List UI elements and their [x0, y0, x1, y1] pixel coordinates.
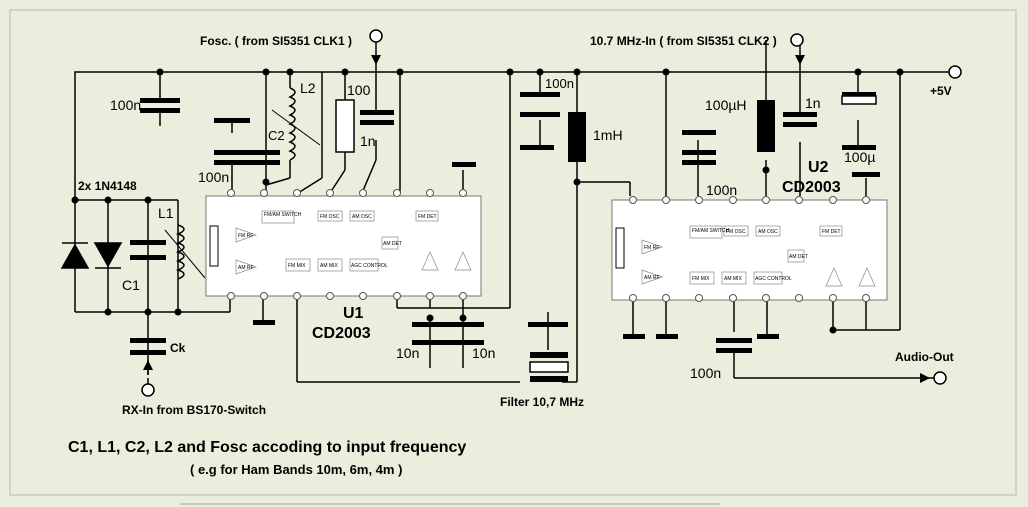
- u1-block-fm-osc: FM OSC: [320, 214, 340, 220]
- label-100uh: 100µH: [705, 97, 747, 113]
- u2-block-am-osc: AM OSC: [758, 229, 778, 235]
- choke-100uh: [757, 100, 775, 152]
- u1-block-am-mix: AM MIX: [320, 263, 338, 269]
- label-u2-type: CD2003: [782, 179, 841, 196]
- label-ck: Ck: [170, 341, 186, 355]
- u2-block-switch: FM/AM SWITCH: [692, 228, 730, 234]
- label-c-100u: 100µ: [844, 149, 875, 165]
- u2-block-fm-det: FM DET: [822, 229, 841, 235]
- chip-u2: FM/AM SWITCH FM OSC AM OSC AM DET FM MIX…: [611, 199, 888, 301]
- label-c-100n-u2: 100n: [706, 182, 737, 198]
- audio-out-terminal: [933, 371, 947, 385]
- u1-block-fm-rf: FM RF: [238, 233, 253, 239]
- label-plus5v: +5V: [930, 84, 952, 98]
- label-c1: C1: [122, 277, 140, 293]
- label-u1-type: CD2003: [312, 325, 371, 342]
- coil-l1: [175, 224, 185, 280]
- u1-block-fm-det: FM DET: [418, 214, 437, 220]
- u1-block-am-osc: AM OSC: [352, 214, 372, 220]
- fosc-terminal: [369, 29, 383, 43]
- label-u1-name: U1: [343, 305, 364, 322]
- c-100u-outline: [841, 95, 877, 105]
- vcc-terminal: [948, 65, 962, 79]
- u2-block-am-rf: AM RF: [644, 275, 660, 281]
- label-u2-name: U2: [808, 159, 829, 176]
- crystal-filter: [529, 352, 569, 382]
- u2-block-agc: AGC CONTROL: [755, 276, 792, 282]
- label-c-100n-u1: 100n: [198, 169, 229, 185]
- schematic-frame: [9, 9, 1017, 496]
- u2-pins: [629, 196, 870, 302]
- label-c-100n-mid: 100n: [545, 76, 574, 91]
- resistor-100: [335, 99, 355, 153]
- rx-in-terminal: [141, 383, 155, 397]
- label-diodes: 2x 1N4148: [78, 179, 137, 193]
- u2-block-am-mix: AM MIX: [724, 276, 742, 282]
- label-filter: Filter 10,7 MHz: [500, 395, 584, 409]
- label-c-1n-b: 1n: [805, 95, 821, 111]
- u1-block-agc: AGC CONTROL: [351, 263, 388, 269]
- u1-block-am-rf: AM RF: [238, 265, 254, 271]
- label-c-10n-b: 10n: [472, 345, 495, 361]
- note-line2: ( e.g for Ham Bands 10m, 6m, 4m ): [190, 462, 402, 477]
- u1-block-fm-mix: FM MIX: [288, 263, 306, 269]
- label-c2: C2: [268, 128, 285, 143]
- label-l2: L2: [300, 80, 316, 96]
- label-c-1n-a: 1n: [360, 133, 376, 149]
- label-1mh: 1mH: [593, 127, 623, 143]
- label-l1: L1: [158, 205, 174, 221]
- label-c-100n-left: 100n: [110, 97, 141, 113]
- label-c-100n-out: 100n: [690, 365, 721, 381]
- terminals: [141, 29, 962, 397]
- wires: [74, 40, 955, 390]
- label-clk2: 10.7 MHz-In ( from SI5351 CLK2 ): [590, 34, 777, 48]
- u1-block-am-det: AM DET: [383, 241, 402, 247]
- chip-u1: FM/AM SWITCH FM OSC AM OSC AM DET FM MIX…: [205, 195, 482, 297]
- l2-tuning-arrow: [271, 109, 321, 146]
- u1-block-switch: FM/AM SWITCH: [264, 212, 302, 218]
- capacitors: [130, 92, 880, 355]
- u1-pins: [227, 189, 467, 300]
- signal-arrows: [143, 55, 930, 383]
- label-c-10n-a: 10n: [396, 345, 419, 361]
- choke-1mh: [568, 112, 586, 162]
- junction-dots: [71, 68, 904, 334]
- note-line1: C1, L1, C2, L2 and Fosc accoding to inpu…: [68, 439, 466, 456]
- clk2-terminal: [790, 33, 804, 47]
- label-audio-out: Audio-Out: [895, 350, 954, 364]
- u2-block-am-det: AM DET: [789, 254, 808, 260]
- diodes: [60, 242, 123, 269]
- label-r100: 100: [347, 82, 371, 98]
- u2-block-fm-osc: FM OSC: [726, 229, 746, 235]
- label-fosc: Fosc. ( from SI5351 CLK1 ): [200, 34, 352, 48]
- u2-block-fm-rf: FM RF: [644, 245, 659, 251]
- l1-tuning-arrow: [164, 229, 206, 279]
- label-rx-in: RX-In from BS170-Switch: [122, 403, 266, 417]
- coil-l2: [288, 87, 296, 161]
- u2-block-fm-mix: FM MIX: [692, 276, 710, 282]
